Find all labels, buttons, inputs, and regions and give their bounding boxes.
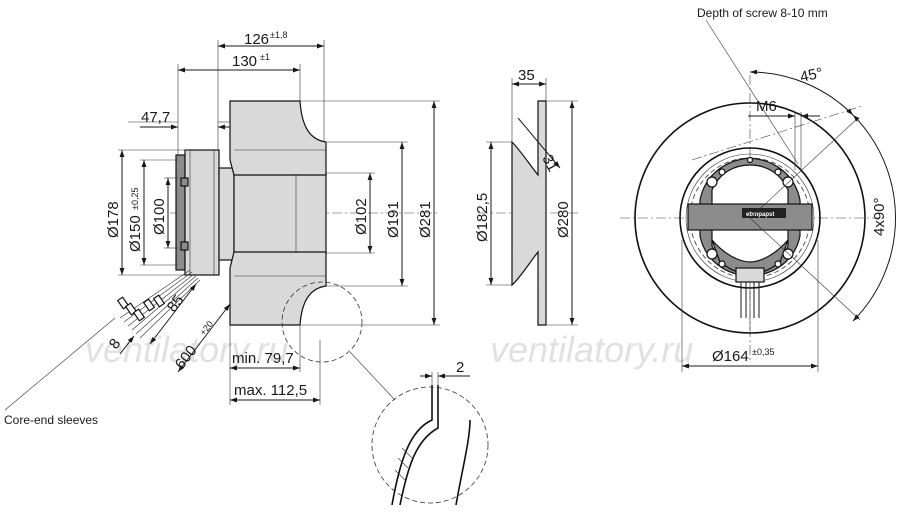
dim-164: Ø164 <box>712 348 749 365</box>
dim-280: Ø280 <box>555 201 572 238</box>
side-view <box>116 100 440 401</box>
front-view: ebmpapst 45° 4x90° M6 <box>620 6 896 372</box>
dim-47-7: 47,7 <box>141 109 170 126</box>
side-dimensions: 126 ±1,8 130 ±1 47,7 Ø178 Ø150 ±0,25 Ø10… <box>4 30 440 427</box>
dim-281: Ø281 <box>417 201 434 238</box>
dim-130-tol: ±1 <box>260 52 270 62</box>
dim-191: Ø191 <box>385 201 402 238</box>
core-end-label: Core-end sleeves <box>4 413 98 427</box>
dim-min: min. 79,7 <box>232 350 294 367</box>
dim-100: Ø100 <box>151 198 168 235</box>
dim-126-tol: ±1,8 <box>270 30 287 40</box>
dim-126: 126 <box>244 31 269 48</box>
brand-logo: ebmpapst <box>746 212 774 218</box>
dim-102: Ø102 <box>353 198 370 235</box>
dim-31: 31 <box>538 152 561 175</box>
watermark-right: ventilatory.ru <box>490 329 693 370</box>
dim-max: max. 112,5 <box>234 382 307 399</box>
dim-150: Ø150 <box>127 215 144 252</box>
screw-depth-label: Depth of screw 8-10 mm <box>697 6 828 20</box>
dim-2: 2 <box>456 359 464 376</box>
dim-178: Ø178 <box>105 201 122 238</box>
inlet-ring-view: Ø182,5 Ø280 35 31 <box>474 67 580 326</box>
angle-45: 45° <box>799 65 825 86</box>
thread-m6: M6 <box>756 98 777 115</box>
dim-150-tol: ±0,25 <box>130 188 140 210</box>
dim-182-5: Ø182,5 <box>474 193 491 242</box>
dim-130: 130 <box>232 53 257 70</box>
detail-view: 2 <box>371 359 489 506</box>
dim-164-tol: ±0,35 <box>752 347 774 357</box>
dim-35: 35 <box>518 67 535 84</box>
angle-4x90: 4x90° <box>871 197 888 236</box>
